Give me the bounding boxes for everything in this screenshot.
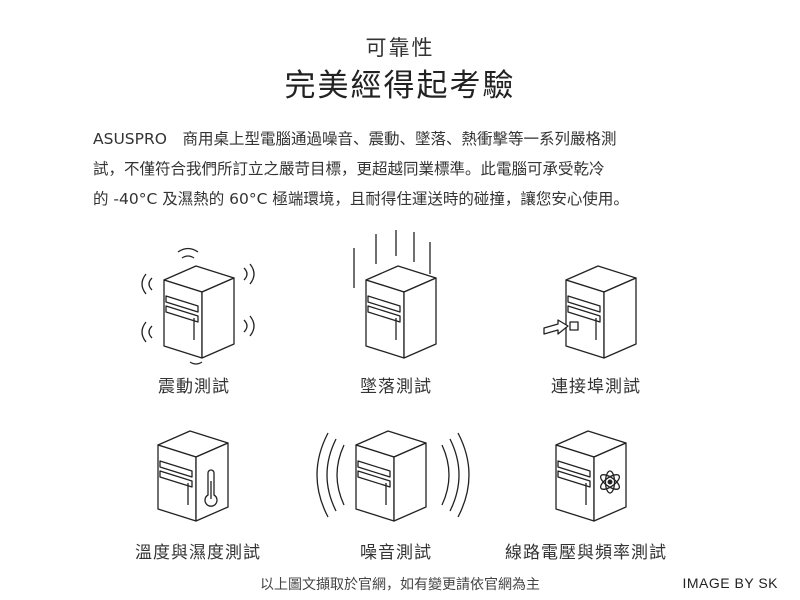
test-temperature-humidity: 溫度與濕度測試 bbox=[98, 415, 298, 565]
noise-test-icon bbox=[316, 430, 470, 522]
description-line: 試，不僅符合我們所訂立之嚴苛目標，更超越同業標準。此電腦可承受乾冷 bbox=[93, 160, 605, 178]
footer-note: 以上圖文擷取於官網，如有變更請依官網為主 bbox=[260, 577, 540, 593]
description-line: ASUSPRO 商用桌上型電腦通過噪音、震動、墜落、熱衝擊等一系列嚴格測 bbox=[93, 130, 617, 148]
test-label: 墜落測試 bbox=[360, 377, 432, 397]
test-port: 連接埠測試 bbox=[496, 230, 696, 397]
test-label: 線路電壓與頻率測試 bbox=[505, 543, 667, 563]
test-voltage-frequency: 線路電壓與頻率測試 bbox=[486, 415, 686, 565]
drop-test-icon bbox=[353, 230, 437, 359]
test-label: 噪音測試 bbox=[360, 543, 432, 563]
page-subtitle: 可靠性 bbox=[365, 36, 435, 60]
test-drop: 墜落測試 bbox=[296, 230, 496, 397]
vibration-test-icon bbox=[141, 247, 255, 365]
temperature-humidity-test-icon bbox=[157, 430, 229, 522]
voltage-frequency-test-icon bbox=[555, 430, 627, 522]
test-noise: 噪音測試 bbox=[296, 415, 496, 565]
test-label: 震動測試 bbox=[158, 377, 230, 397]
port-test-icon bbox=[543, 265, 637, 359]
test-vibration: 震動測試 bbox=[94, 230, 294, 397]
description: ASUSPRO 商用桌上型電腦通過噪音、震動、墜落、熱衝擊等一系列嚴格測 試，不… bbox=[93, 124, 723, 214]
image-credit: IMAGE BY SK bbox=[682, 575, 778, 591]
page-title: 完美經得起考驗 bbox=[284, 68, 516, 104]
test-label: 連接埠測試 bbox=[551, 377, 641, 397]
test-label: 溫度與濕度測試 bbox=[135, 543, 261, 563]
description-line: 的 -40°C 及濕熱的 60°C 極端環境，且耐得住運送時的碰撞，讓您安心使用… bbox=[93, 190, 629, 208]
